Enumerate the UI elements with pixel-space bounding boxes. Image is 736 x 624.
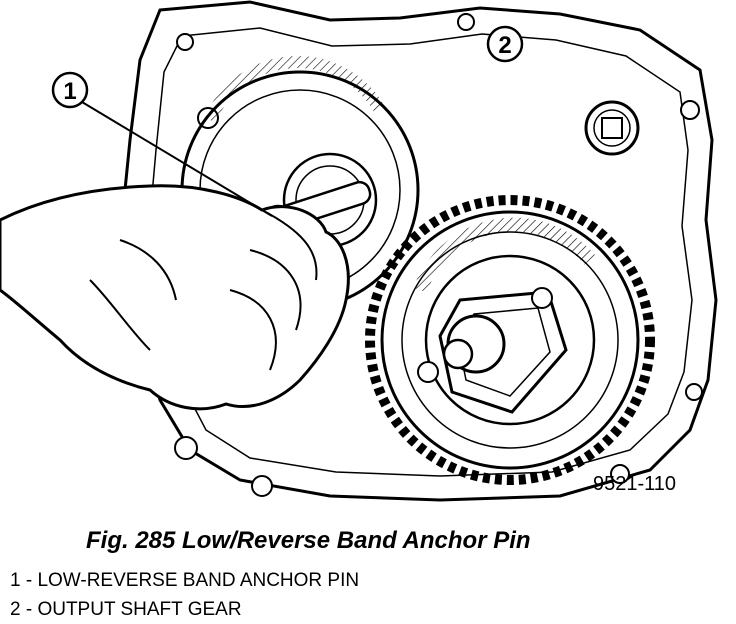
callout-1: 1 <box>51 71 273 217</box>
callout-2: 2 <box>486 25 524 63</box>
figure-id-label: 9521-110 <box>593 473 676 495</box>
callout-2-number: 2 <box>498 32 511 59</box>
legend-list: 1 - LOW-REVERSE BAND ANCHOR PIN 2 - OUTP… <box>10 566 359 624</box>
legend-item-1: 1 - LOW-REVERSE BAND ANCHOR PIN <box>10 570 360 591</box>
drain-plug <box>584 100 640 156</box>
hand-finger-lines <box>89 209 318 371</box>
illustration-drawing: 1 2 9521-110 <box>0 0 718 502</box>
hand <box>0 184 350 411</box>
callout-1-number: 1 <box>63 78 76 105</box>
legend-item-2: 2 - OUTPUT SHAFT GEAR <box>10 599 242 620</box>
transmission-illustration: 1 2 9521-110 <box>0 0 718 502</box>
figure-caption: Fig. 285 Low/Reverse Band Anchor Pin <box>86 527 531 554</box>
output-shaft-gear <box>365 195 655 485</box>
